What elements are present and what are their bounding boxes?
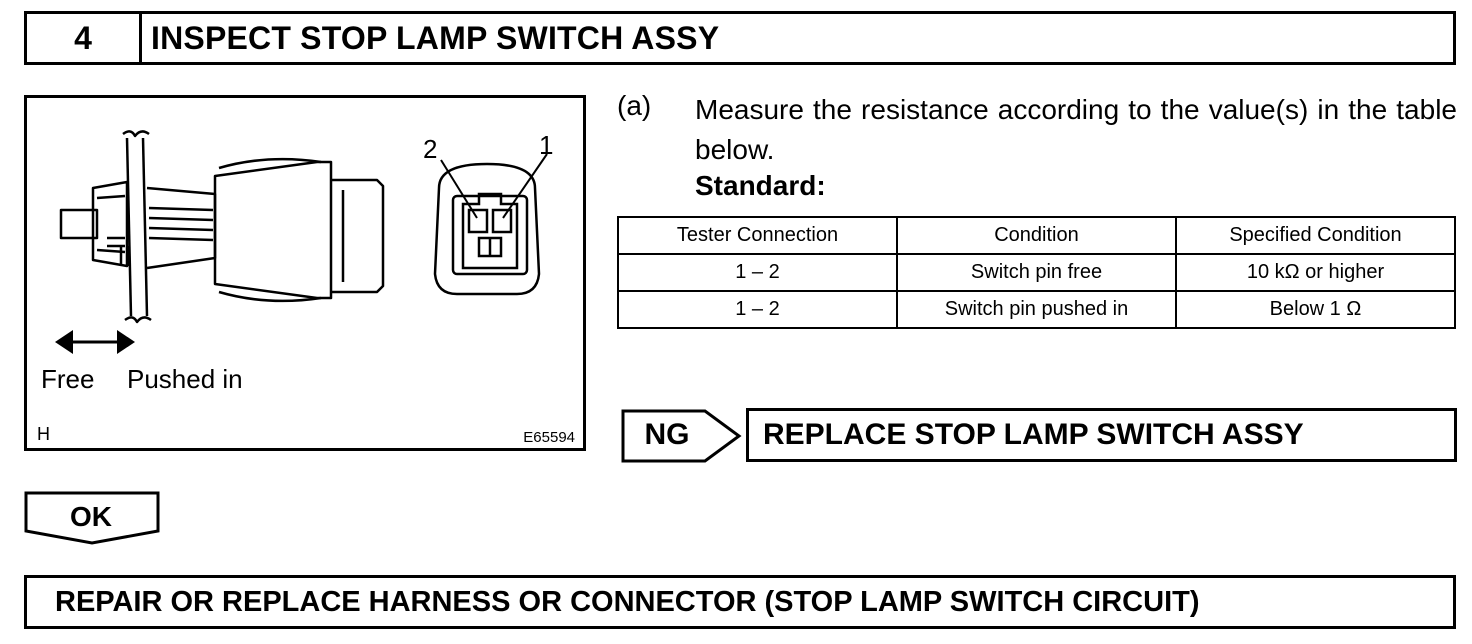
ng-label: NG <box>644 418 690 451</box>
table-cell: 1 – 2 <box>617 253 898 292</box>
step-number: 4 <box>27 14 142 62</box>
instruction-text: Measure the resistance according to the … <box>695 94 1457 165</box>
figure-code: E65594 <box>523 429 575 446</box>
ng-tag-shape <box>621 409 742 463</box>
step-header: 4 INSPECT STOP LAMP SWITCH ASSY <box>24 11 1456 65</box>
pushed-in-label: Pushed in <box>127 364 243 394</box>
pin-2-label: 2 <box>423 134 438 164</box>
table-cell: 1 – 2 <box>617 290 898 329</box>
table-row: 1 – 2 Switch pin free 10 kΩ or higher <box>617 253 1456 292</box>
stop-lamp-switch-drawing <box>55 130 548 354</box>
table-row: 1 – 2 Switch pin pushed in Below 1 Ω <box>617 290 1456 329</box>
ok-label: OK <box>70 501 112 532</box>
final-action-box: REPAIR OR REPLACE HARNESS OR CONNECTOR (… <box>24 575 1456 629</box>
ng-action-box: REPLACE STOP LAMP SWITCH ASSY <box>746 408 1457 462</box>
table-cell: 10 kΩ or higher <box>1175 253 1456 292</box>
step-title: INSPECT STOP LAMP SWITCH ASSY <box>151 19 720 56</box>
ng-action-text: REPLACE STOP LAMP SWITCH ASSY <box>763 418 1304 451</box>
switch-illustration: 2 1 Free Pushed in H E65594 <box>24 95 586 451</box>
table-header-cell: Condition <box>896 216 1177 255</box>
standard-label: Standard: <box>695 170 826 201</box>
spec-table: Tester Connection Condition Specified Co… <box>617 216 1456 329</box>
table-cell: Below 1 Ω <box>1175 290 1456 329</box>
figure-h-label: H <box>37 424 50 444</box>
free-label: Free <box>41 364 95 394</box>
table-header-row: Tester Connection Condition Specified Co… <box>617 216 1456 255</box>
table-header-cell: Tester Connection <box>617 216 898 255</box>
table-cell: Switch pin free <box>896 253 1177 292</box>
ok-tag-shape <box>24 491 160 545</box>
step-letter: (a) <box>617 90 652 121</box>
table-header-cell: Specified Condition <box>1175 216 1456 255</box>
table-cell: Switch pin pushed in <box>896 290 1177 329</box>
final-action-text: REPAIR OR REPLACE HARNESS OR CONNECTOR (… <box>55 585 1200 618</box>
pin-1-label: 1 <box>539 130 554 160</box>
